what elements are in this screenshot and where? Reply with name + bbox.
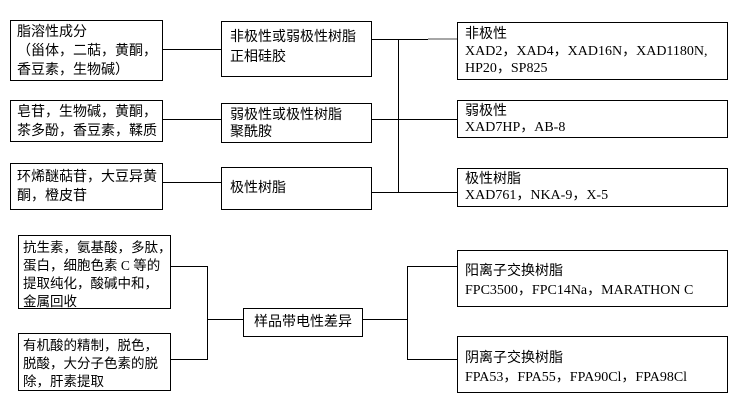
connector-antibiotics-to-bus (171, 266, 207, 267)
text-line: 极性树脂 (230, 181, 286, 196)
text-line: FPC3500，FPC14Na，MARATHON C (465, 283, 694, 298)
text-line: 环烯醚萜苷，大豆异黄 (17, 170, 157, 185)
text-line: HP20，SP825 (465, 61, 548, 76)
connector-polar-resin-to-list (372, 192, 457, 193)
text-line: 聚酰胺 (230, 125, 272, 140)
connector-weak-polar-resin-to-list (372, 119, 457, 120)
box-organic-acid-refining: 有机酸的精制，脱色， 脱酸，大分子色素的脱 除，肝素提取 (18, 333, 171, 391)
text-line: 蛋白，细胞色素 C 等的 (23, 258, 161, 273)
text-line: 抗生素，氨基酸，多肽， (23, 240, 172, 255)
text-line: 提取纯化，酸碱中和， (23, 276, 158, 291)
connector-nonpolar-resin-to-bus (372, 39, 428, 40)
text-line: 有机酸的精制，脱色， (23, 338, 158, 353)
text-line: 非极性 (465, 27, 507, 42)
connector-lipid-to-nonpolar-resin (163, 49, 221, 50)
box-nonpolar-or-weak-polar-resin: 非极性或弱极性树脂 正相硅胶 (221, 21, 372, 77)
text-line: 金属回收 (23, 294, 77, 309)
text-line: 正相硅胶 (230, 50, 286, 65)
connector-organic-acids-to-bus (171, 359, 207, 360)
bus-vertical-bottom-right (407, 266, 408, 360)
text-line: 弱极性 (465, 104, 507, 119)
text-line: 极性树脂 (465, 172, 521, 187)
text-line: 弱极性或极性树脂 (230, 108, 342, 123)
text-line: 脱酸，大分子色素的脱 (23, 356, 158, 371)
connector-bus-to-charge-difference (207, 319, 243, 320)
text-line: XAD2，XAD4，XAD16N，XAD1180N, (465, 44, 708, 59)
connector-bus-to-cation-exchange (407, 266, 457, 267)
box-nonpolar-resin-list: 非极性 XAD2，XAD4，XAD16N，XAD1180N, HP20，SP82… (457, 22, 728, 80)
connector-bus-to-nonpolar-list-gray (428, 38, 457, 40)
text-line: 皂苷，生物碱，黄酮， (17, 105, 157, 120)
text-line: 脂溶性成分 (17, 25, 87, 40)
connector-bus-to-anion-exchange (407, 359, 457, 360)
connector-charge-difference-to-bus (363, 319, 407, 320)
box-anion-exchange-resin-list: 阴离子交换树脂 FPA53，FPA55，FPA90Cl，FPA98Cl (457, 336, 728, 393)
box-lipid-soluble-components: 脂溶性成分 （甾体，二萜，黄酮， 香豆素，生物碱） (10, 20, 163, 81)
text-line: 香豆素，生物碱） (17, 63, 129, 78)
text-line: FPA53，FPA55，FPA90Cl，FPA98Cl (465, 370, 688, 385)
box-saponins-alkaloids: 皂苷，生物碱，黄酮， 茶多酚，香豆素，鞣质 (10, 100, 163, 142)
box-polar-resin-list: 极性树脂 XAD761，NKA-9，X-5 (457, 168, 728, 207)
text-line: 除，肝素提取 (23, 374, 104, 389)
text-line: XAD761，NKA-9，X-5 (465, 188, 609, 203)
text-line: 阳离子交换树脂 (465, 264, 563, 279)
box-iridoid-glycosides: 环烯醚萜苷，大豆异黄 酮，橙皮苷 (10, 163, 163, 210)
text-line: 酮，橙皮苷 (17, 189, 87, 204)
box-cation-exchange-resin-list: 阳离子交换树脂 FPC3500，FPC14Na，MARATHON C (457, 250, 728, 307)
text-line: （甾体，二萜，黄酮， (17, 44, 157, 59)
box-weak-polar-or-polar-resin: 弱极性或极性树脂 聚酰胺 (221, 103, 372, 143)
text-line: XAD7HP，AB-8 (465, 120, 566, 135)
text-line: 样品带电性差异 (254, 315, 352, 330)
connector-iridoids-to-polar-resin (163, 182, 221, 183)
connector-saponins-to-weak-polar-resin (163, 119, 221, 120)
bus-vertical-bottom-left (207, 266, 208, 360)
box-weak-polar-resin-list: 弱极性 XAD7HP，AB-8 (457, 100, 728, 138)
text-line: 阴离子交换树脂 (465, 351, 563, 366)
box-sample-charge-difference: 样品带电性差异 (243, 308, 363, 337)
box-polar-resin: 极性树脂 (221, 167, 372, 210)
text-line: 茶多酚，香豆素，鞣质 (17, 124, 157, 139)
box-antibiotics-amino-acids: 抗生素，氨基酸，多肽， 蛋白，细胞色素 C 等的 提取纯化，酸碱中和， 金属回收 (18, 235, 172, 309)
text-line: 非极性或弱极性树脂 (230, 30, 356, 45)
bus-vertical-top-section (398, 39, 399, 193)
